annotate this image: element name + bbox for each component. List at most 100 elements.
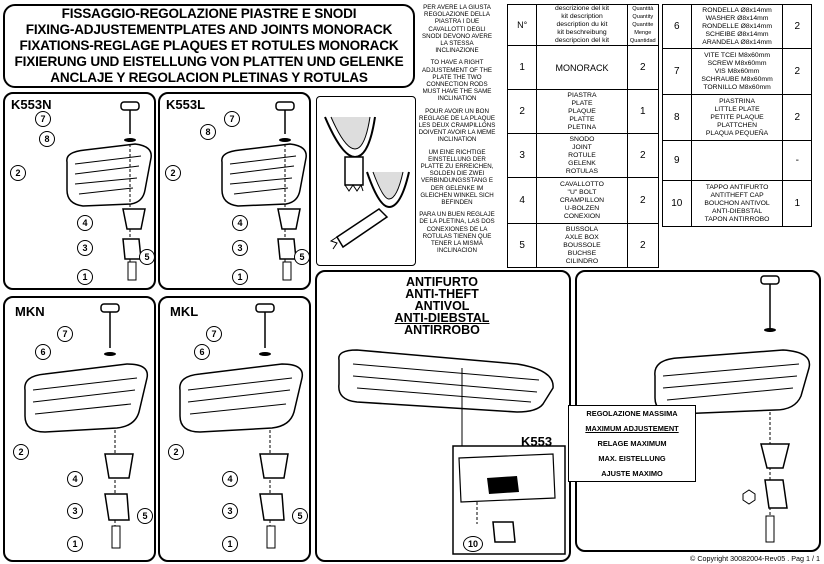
panel-k553n: K553N 7 8 2 4 3 5 1 [3, 92, 156, 290]
callout-4: 4 [222, 471, 238, 487]
panel-antitheft: ANTIFURTO ANTI-THEFT ANTIVOL ANTI-DIEBST… [315, 270, 571, 562]
row-qty: - [782, 140, 812, 181]
callout-6: 6 [35, 344, 51, 360]
callout-1: 1 [67, 536, 83, 552]
table-row: 6 RONDELLA Ø8x14mm WASHER Ø8x14mm RONDEL… [662, 4, 812, 49]
k553l-exploded-drawing [221, 101, 307, 281]
callout-8: 8 [200, 124, 216, 140]
adjustment-exploded-drawing [654, 275, 811, 543]
mkl-exploded-drawing [179, 303, 304, 549]
antitheft-heading: ANTIFURTO ANTI-THEFT ANTIVOL ANTI-DIEBST… [357, 275, 527, 337]
callout-3: 3 [222, 503, 238, 519]
panel-label-k553l: K553L [166, 97, 206, 112]
title-line-en: FIXING-ADJUSTEMENTPLATES AND JOINTS MONO… [25, 22, 393, 37]
row-desc: PIASTRINA LITTLE PLATE PETITE PLAQUE PLA… [690, 94, 784, 141]
note-it: PER AVERE LA GIUSTA REGOLAZIONE DELLA PI… [421, 4, 493, 55]
note-en: TO HAVE A RIGHT ADJUSTEMENT OF THE PLATE… [422, 59, 492, 103]
u-bolt-inclination-drawing [324, 116, 410, 250]
callout-1: 1 [77, 269, 93, 285]
antitheft-plate-drawing [338, 349, 566, 555]
adjust-line-fr: RELAGE MAXIMUM [597, 439, 667, 448]
col-header-desc: descrizione del kit kit description desc… [536, 4, 628, 46]
title-line-de: FIXIERUNG UND EISTELLUNG VON PLATTEN UND… [14, 54, 404, 69]
panel-label-k553: K553 [521, 434, 553, 449]
mkn-exploded-drawing [24, 303, 149, 549]
parts-table-left: N° descrizione del kit kit description d… [506, 4, 660, 268]
row-desc: BUSSOLA AXLE BOX BOUSSOLE BUCHSE CILINDR… [536, 223, 628, 268]
panel-mkl: MKL 7 6 2 4 3 5 1 [158, 296, 311, 562]
title-line-es: ANCLAJE Y REGOLACION PLETINAS Y ROTULAS [50, 70, 368, 85]
adjust-line-it: REGOLAZIONE MASSIMA [586, 409, 678, 418]
row-qty: 2 [626, 177, 660, 224]
table-row: 8 PIASTRINA LITTLE PLATE PETITE PLAQUE P… [662, 94, 812, 141]
callout-2: 2 [168, 444, 184, 460]
callout-5: 5 [139, 249, 155, 265]
title-box: FISSAGGIO-REGOLAZIONE PIASTRE E SNODI FI… [3, 4, 415, 88]
note-fr: POUR AVOIR UN BON REGLAGE DE LA PLAQUE L… [418, 107, 496, 144]
row-qty: 1 [626, 89, 660, 134]
row-num: 1 [506, 45, 538, 90]
k553n-exploded-drawing [66, 101, 152, 281]
callout-1: 1 [222, 536, 238, 552]
panel-label-k553n: K553N [11, 97, 52, 112]
note-de: UM EINE RICHTIGE EINSTELLUNG DER PLATTE … [420, 148, 494, 207]
row-desc [690, 140, 784, 181]
callout-7: 7 [224, 111, 240, 127]
row-num: 9 [662, 140, 692, 181]
panel-label-mkn: MKN [15, 304, 45, 319]
callout-3: 3 [67, 503, 83, 519]
col-header-num: N° [506, 4, 538, 46]
row-desc: PIASTRA PLATE PLAQUE PLATTE PLETINA [536, 89, 628, 134]
row-qty: 2 [626, 45, 660, 90]
callout-3: 3 [77, 240, 93, 256]
note-es: PARA UN BUEN REGLAJE DE LA PLETINA, LAS … [419, 211, 495, 255]
callout-2: 2 [13, 444, 29, 460]
row-qty: 2 [782, 4, 812, 49]
panel-k553l: K553L 7 8 2 4 3 5 1 [158, 92, 311, 290]
callout-4: 4 [67, 471, 83, 487]
callout-7: 7 [35, 111, 51, 127]
inclination-notes: PER AVERE LA GIUSTA REGOLAZIONE DELLA PI… [418, 4, 496, 260]
row-desc: TAPPO ANTIFURTO ANTITHEFT CAP BOUCHON AN… [690, 180, 784, 227]
row-desc: RONDELLA Ø8x14mm WASHER Ø8x14mm RONDELLE… [690, 4, 784, 49]
table-row: 5 BUSSOLA AXLE BOX BOUSSOLE BUCHSE CILIN… [506, 223, 660, 268]
inclination-illustration [316, 96, 416, 266]
callout-1: 1 [232, 269, 248, 285]
row-num: 5 [506, 223, 538, 268]
row-num: 10 [662, 180, 692, 227]
adjust-line-de: MAX. EISTELLUNG [598, 454, 666, 463]
panel-label-mkl: MKL [170, 304, 199, 319]
table-row: 1 MONORACK 2 [506, 45, 660, 90]
copyright-footer: © Copyright 30082004-Rev05 . Pag 1 / 1 [690, 554, 820, 563]
title-line-it: FISSAGGIO-REGOLAZIONE PIASTRE E SNODI [61, 6, 357, 21]
callout-7: 7 [206, 326, 222, 342]
table-row: 2 PIASTRA PLATE PLAQUE PLATTE PLETINA 1 [506, 89, 660, 134]
row-qty: 1 [782, 180, 812, 227]
maximum-adjustment-legend: REGOLAZIONE MASSIMA MAXIMUM ADJUSTEMENT … [568, 405, 696, 482]
parts-table-right: 6 RONDELLA Ø8x14mm WASHER Ø8x14mm RONDEL… [662, 4, 812, 227]
row-num: 2 [506, 89, 538, 134]
adjust-line-en: MAXIMUM ADJUSTEMENT [585, 424, 679, 433]
callout-5: 5 [294, 249, 310, 265]
row-desc: MONORACK [536, 45, 628, 90]
table-row: 3 SNODO JOINT ROTULE GELENK ROTULAS 2 [506, 133, 660, 178]
table-row: 9 - [662, 140, 812, 181]
callout-7: 7 [57, 326, 73, 342]
row-qty: 2 [782, 94, 812, 141]
row-desc: SNODO JOINT ROTULE GELENK ROTULAS [536, 133, 628, 178]
callout-2: 2 [165, 165, 181, 181]
callout-4: 4 [77, 215, 93, 231]
col-header-qty: Quantità Quantity Quantite Menge Quantid… [626, 4, 660, 46]
antitheft-line-de: ANTI-DIEBSTAL [394, 311, 490, 325]
antitheft-line-it: ANTIFURTO [406, 275, 478, 289]
antitheft-line-en: ANTI-THEFT [405, 287, 479, 301]
title-line-fr: FIXATIONS-REGLAGE PLAQUES ET ROTULES MON… [19, 38, 399, 53]
table-row: 7 VITE TCEI M8x60mm SCREW M8x60mm VIS M8… [662, 48, 812, 95]
callout-6: 6 [194, 344, 210, 360]
row-num: 4 [506, 177, 538, 224]
callout-5: 5 [137, 508, 153, 524]
callout-2: 2 [10, 165, 26, 181]
table-row: 4 CAVALLOTTO "U" BOLT CRAMPILLON U-BOLZE… [506, 177, 660, 224]
row-qty: 2 [782, 48, 812, 95]
row-num: 8 [662, 94, 692, 141]
